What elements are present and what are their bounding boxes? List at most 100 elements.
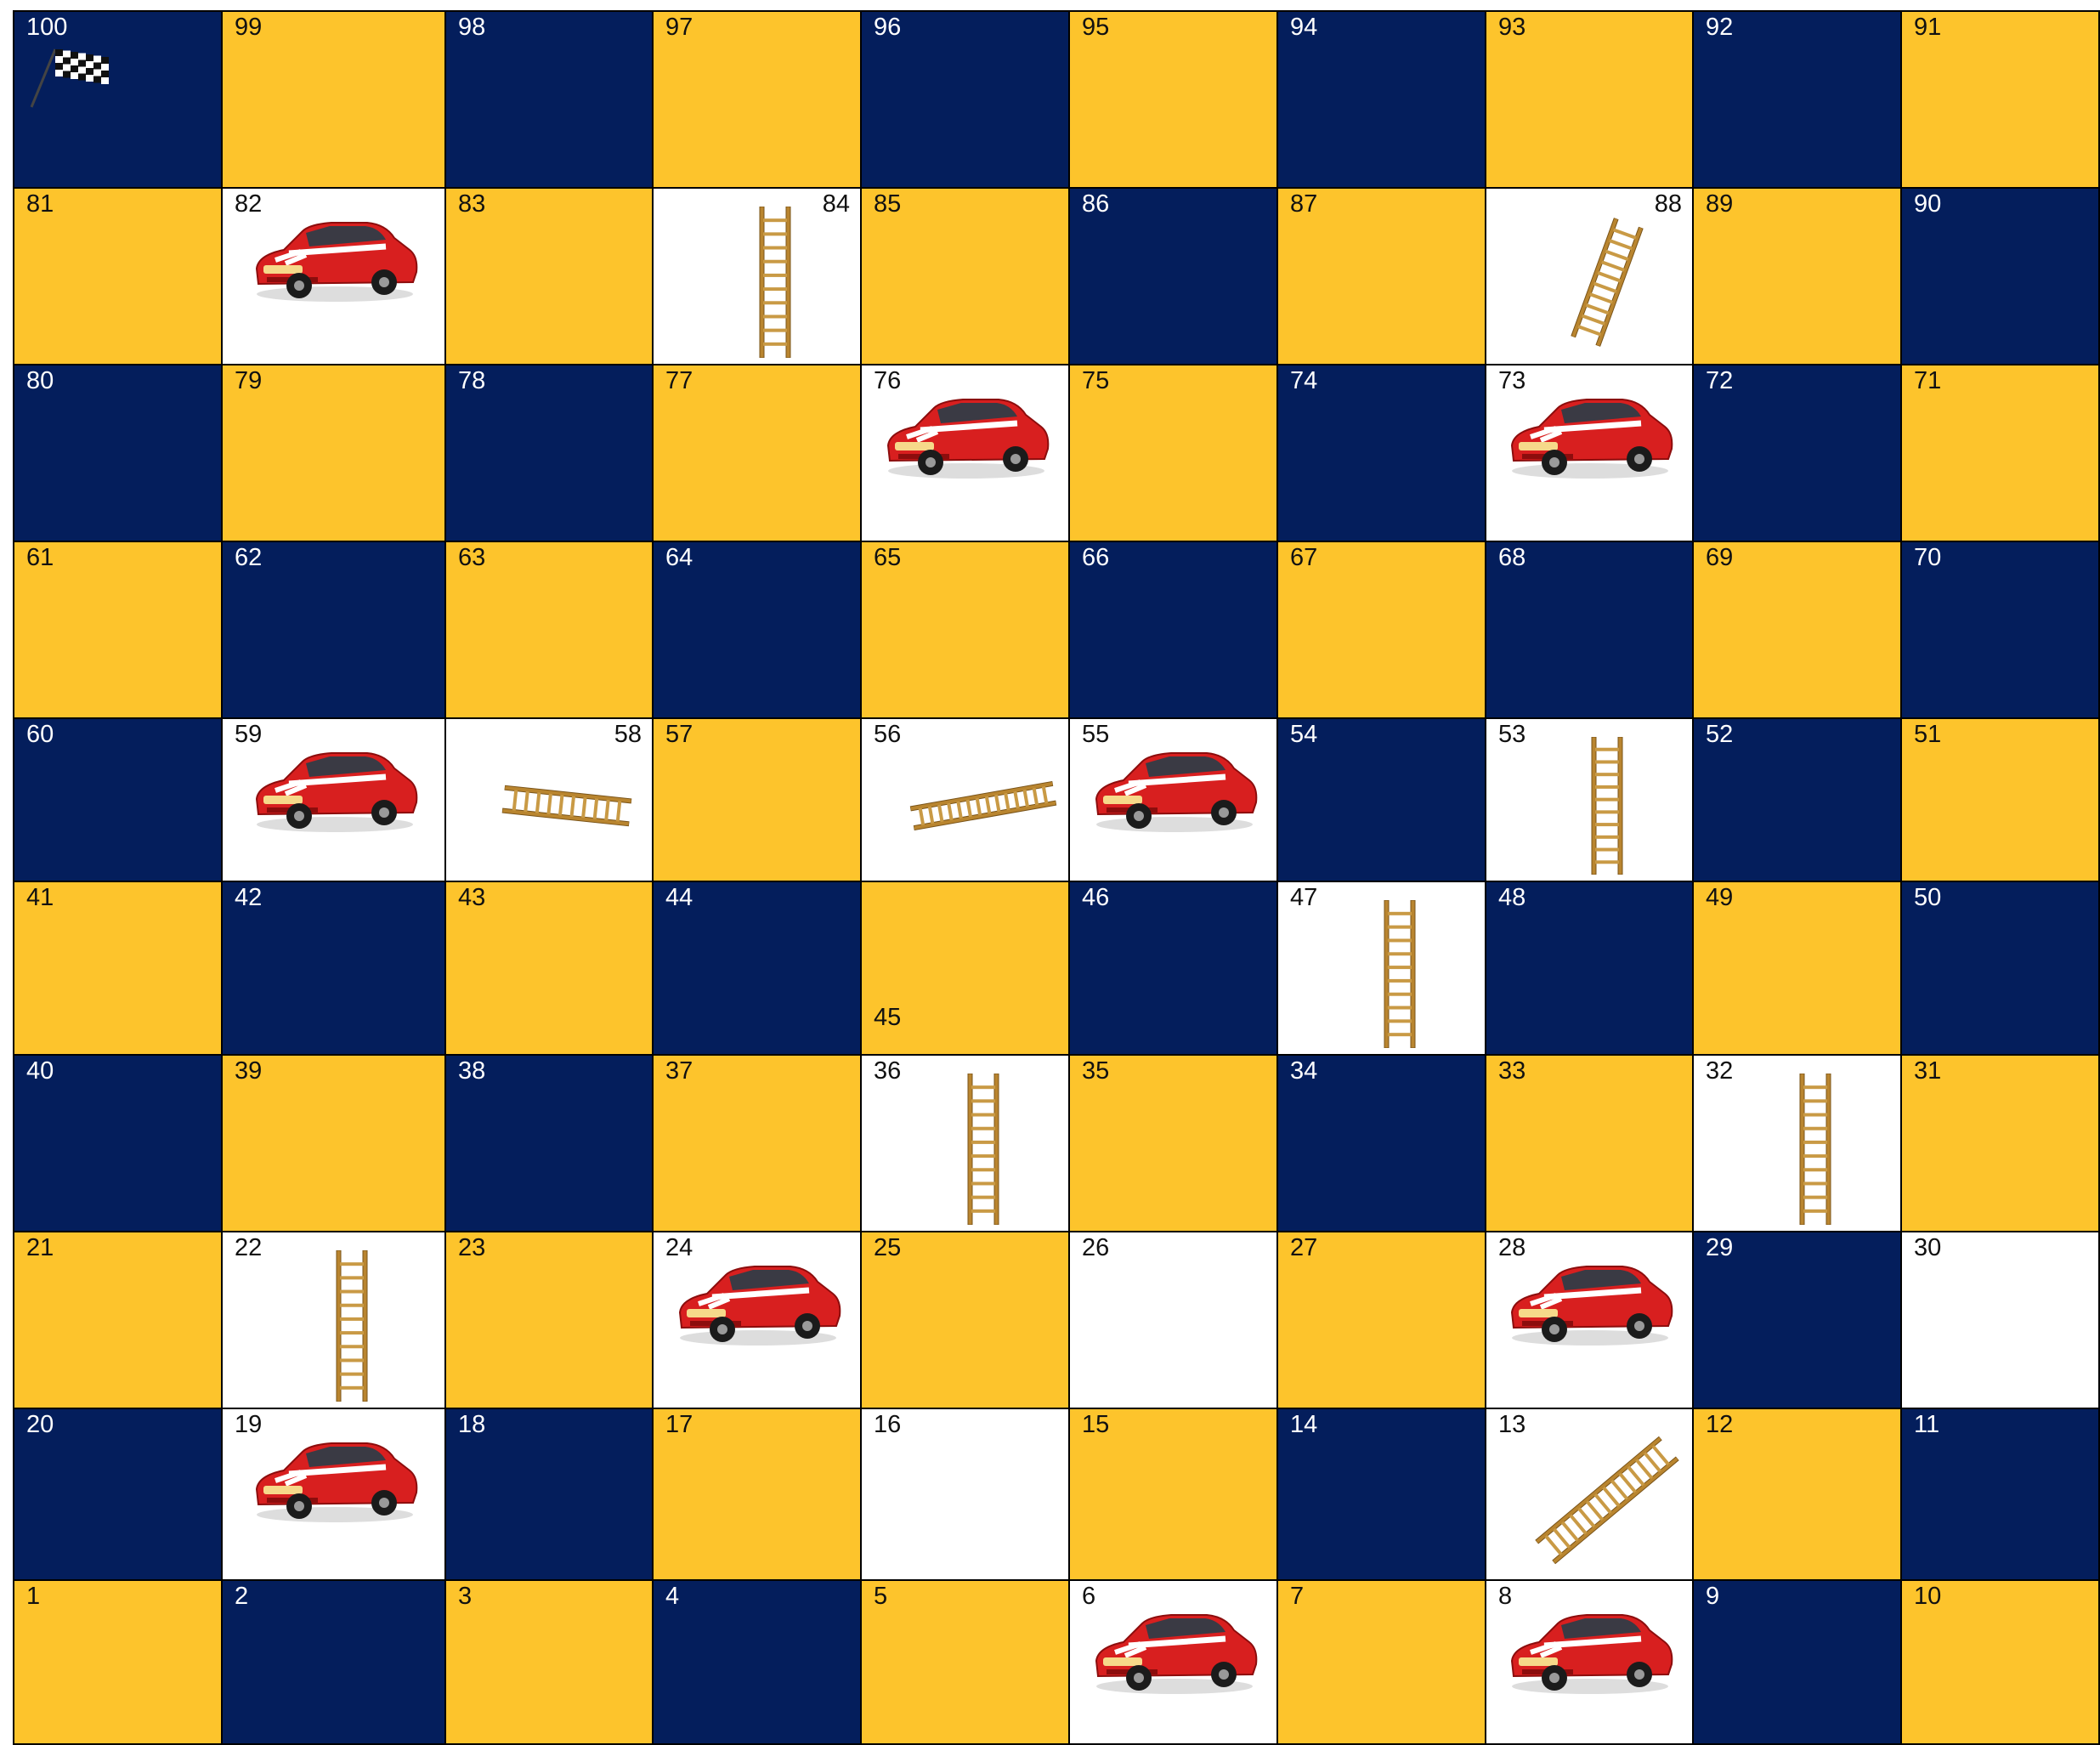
- board-square-19[interactable]: 19: [223, 1409, 446, 1581]
- board-square-57[interactable]: 57: [654, 719, 862, 882]
- board-square-85[interactable]: 85: [862, 189, 1070, 365]
- board-square-82[interactable]: 82: [223, 189, 446, 365]
- board-square-9[interactable]: 9: [1694, 1581, 1902, 1745]
- board-square-5[interactable]: 5: [862, 1581, 1070, 1745]
- board-square-99[interactable]: 99: [223, 12, 446, 189]
- board-square-77[interactable]: 77: [654, 365, 862, 542]
- board-square-95[interactable]: 95: [1070, 12, 1278, 189]
- board-square-42[interactable]: 42: [223, 882, 446, 1056]
- board-square-58[interactable]: 58: [446, 719, 654, 882]
- board-square-83[interactable]: 83: [446, 189, 654, 365]
- board-square-70[interactable]: 70: [1902, 542, 2100, 719]
- board-square-4[interactable]: 4: [654, 1581, 862, 1745]
- board-square-46[interactable]: 46: [1070, 882, 1278, 1056]
- board-square-63[interactable]: 63: [446, 542, 654, 719]
- board-square-49[interactable]: 49: [1694, 882, 1902, 1056]
- board-square-13[interactable]: 13: [1486, 1409, 1694, 1581]
- board-square-55[interactable]: 55: [1070, 719, 1278, 882]
- board-square-71[interactable]: 71: [1902, 365, 2100, 542]
- board-square-32[interactable]: 32: [1694, 1056, 1902, 1232]
- board-square-60[interactable]: 60: [14, 719, 223, 882]
- board-square-97[interactable]: 97: [654, 12, 862, 189]
- board-square-10[interactable]: 10: [1902, 1581, 2100, 1745]
- board-square-35[interactable]: 35: [1070, 1056, 1278, 1232]
- board-square-79[interactable]: 79: [223, 365, 446, 542]
- board-square-1[interactable]: 1: [14, 1581, 223, 1745]
- board-square-92[interactable]: 92: [1694, 12, 1902, 189]
- board-square-64[interactable]: 64: [654, 542, 862, 719]
- board-square-56[interactable]: 56: [862, 719, 1070, 882]
- board-square-17[interactable]: 17: [654, 1409, 862, 1581]
- board-square-25[interactable]: 25: [862, 1232, 1070, 1409]
- board-square-88[interactable]: 88: [1486, 189, 1694, 365]
- board-square-2[interactable]: 2: [223, 1581, 446, 1745]
- board-square-28[interactable]: 28: [1486, 1232, 1694, 1409]
- board-square-68[interactable]: 68: [1486, 542, 1694, 719]
- board-square-47[interactable]: 47: [1278, 882, 1486, 1056]
- board-square-43[interactable]: 43: [446, 882, 654, 1056]
- board-square-16[interactable]: 16: [862, 1409, 1070, 1581]
- board-square-69[interactable]: 69: [1694, 542, 1902, 719]
- board-square-41[interactable]: 41: [14, 882, 223, 1056]
- board-square-94[interactable]: 94: [1278, 12, 1486, 189]
- board-square-36[interactable]: 36: [862, 1056, 1070, 1232]
- board-square-66[interactable]: 66: [1070, 542, 1278, 719]
- board-square-24[interactable]: 24: [654, 1232, 862, 1409]
- board-square-73[interactable]: 73: [1486, 365, 1694, 542]
- board-square-84[interactable]: 84: [654, 189, 862, 365]
- board-square-38[interactable]: 38: [446, 1056, 654, 1232]
- board-square-81[interactable]: 81: [14, 189, 223, 365]
- board-square-21[interactable]: 21: [14, 1232, 223, 1409]
- board-square-65[interactable]: 65: [862, 542, 1070, 719]
- board-square-100[interactable]: 100: [14, 12, 223, 189]
- board-square-33[interactable]: 33: [1486, 1056, 1694, 1232]
- board-square-26[interactable]: 26: [1070, 1232, 1278, 1409]
- board-square-14[interactable]: 14: [1278, 1409, 1486, 1581]
- board-square-23[interactable]: 23: [446, 1232, 654, 1409]
- board-square-72[interactable]: 72: [1694, 365, 1902, 542]
- board-square-45[interactable]: 45: [862, 882, 1070, 1056]
- board-square-27[interactable]: 27: [1278, 1232, 1486, 1409]
- board-square-39[interactable]: 39: [223, 1056, 446, 1232]
- board-square-40[interactable]: 40: [14, 1056, 223, 1232]
- board-square-3[interactable]: 3: [446, 1581, 654, 1745]
- board-square-86[interactable]: 86: [1070, 189, 1278, 365]
- board-square-91[interactable]: 91: [1902, 12, 2100, 189]
- board-square-8[interactable]: 8: [1486, 1581, 1694, 1745]
- board-square-59[interactable]: 59: [223, 719, 446, 882]
- board-square-11[interactable]: 11: [1902, 1409, 2100, 1581]
- board-square-15[interactable]: 15: [1070, 1409, 1278, 1581]
- board-square-96[interactable]: 96: [862, 12, 1070, 189]
- board-square-62[interactable]: 62: [223, 542, 446, 719]
- board-square-76[interactable]: 76: [862, 365, 1070, 542]
- board-square-53[interactable]: 53: [1486, 719, 1694, 882]
- board-square-12[interactable]: 12: [1694, 1409, 1902, 1581]
- board-square-30[interactable]: 30: [1902, 1232, 2100, 1409]
- board-square-90[interactable]: 90: [1902, 189, 2100, 365]
- board-square-98[interactable]: 98: [446, 12, 654, 189]
- board-square-48[interactable]: 48: [1486, 882, 1694, 1056]
- board-square-78[interactable]: 78: [446, 365, 654, 542]
- board-square-87[interactable]: 87: [1278, 189, 1486, 365]
- board-square-54[interactable]: 54: [1278, 719, 1486, 882]
- board-square-80[interactable]: 80: [14, 365, 223, 542]
- board-square-31[interactable]: 31: [1902, 1056, 2100, 1232]
- board-square-89[interactable]: 89: [1694, 189, 1902, 365]
- board-square-52[interactable]: 52: [1694, 719, 1902, 882]
- board-square-51[interactable]: 51: [1902, 719, 2100, 882]
- board-square-75[interactable]: 75: [1070, 365, 1278, 542]
- board-square-67[interactable]: 67: [1278, 542, 1486, 719]
- board-square-6[interactable]: 6: [1070, 1581, 1278, 1745]
- board-square-44[interactable]: 44: [654, 882, 862, 1056]
- board-square-7[interactable]: 7: [1278, 1581, 1486, 1745]
- board-square-20[interactable]: 20: [14, 1409, 223, 1581]
- board-square-50[interactable]: 50: [1902, 882, 2100, 1056]
- board-square-61[interactable]: 61: [14, 542, 223, 719]
- board-square-37[interactable]: 37: [654, 1056, 862, 1232]
- board-square-34[interactable]: 34: [1278, 1056, 1486, 1232]
- board-square-18[interactable]: 18: [446, 1409, 654, 1581]
- board-square-74[interactable]: 74: [1278, 365, 1486, 542]
- board-square-22[interactable]: 22: [223, 1232, 446, 1409]
- board-square-93[interactable]: 93: [1486, 12, 1694, 189]
- board-square-29[interactable]: 29: [1694, 1232, 1902, 1409]
